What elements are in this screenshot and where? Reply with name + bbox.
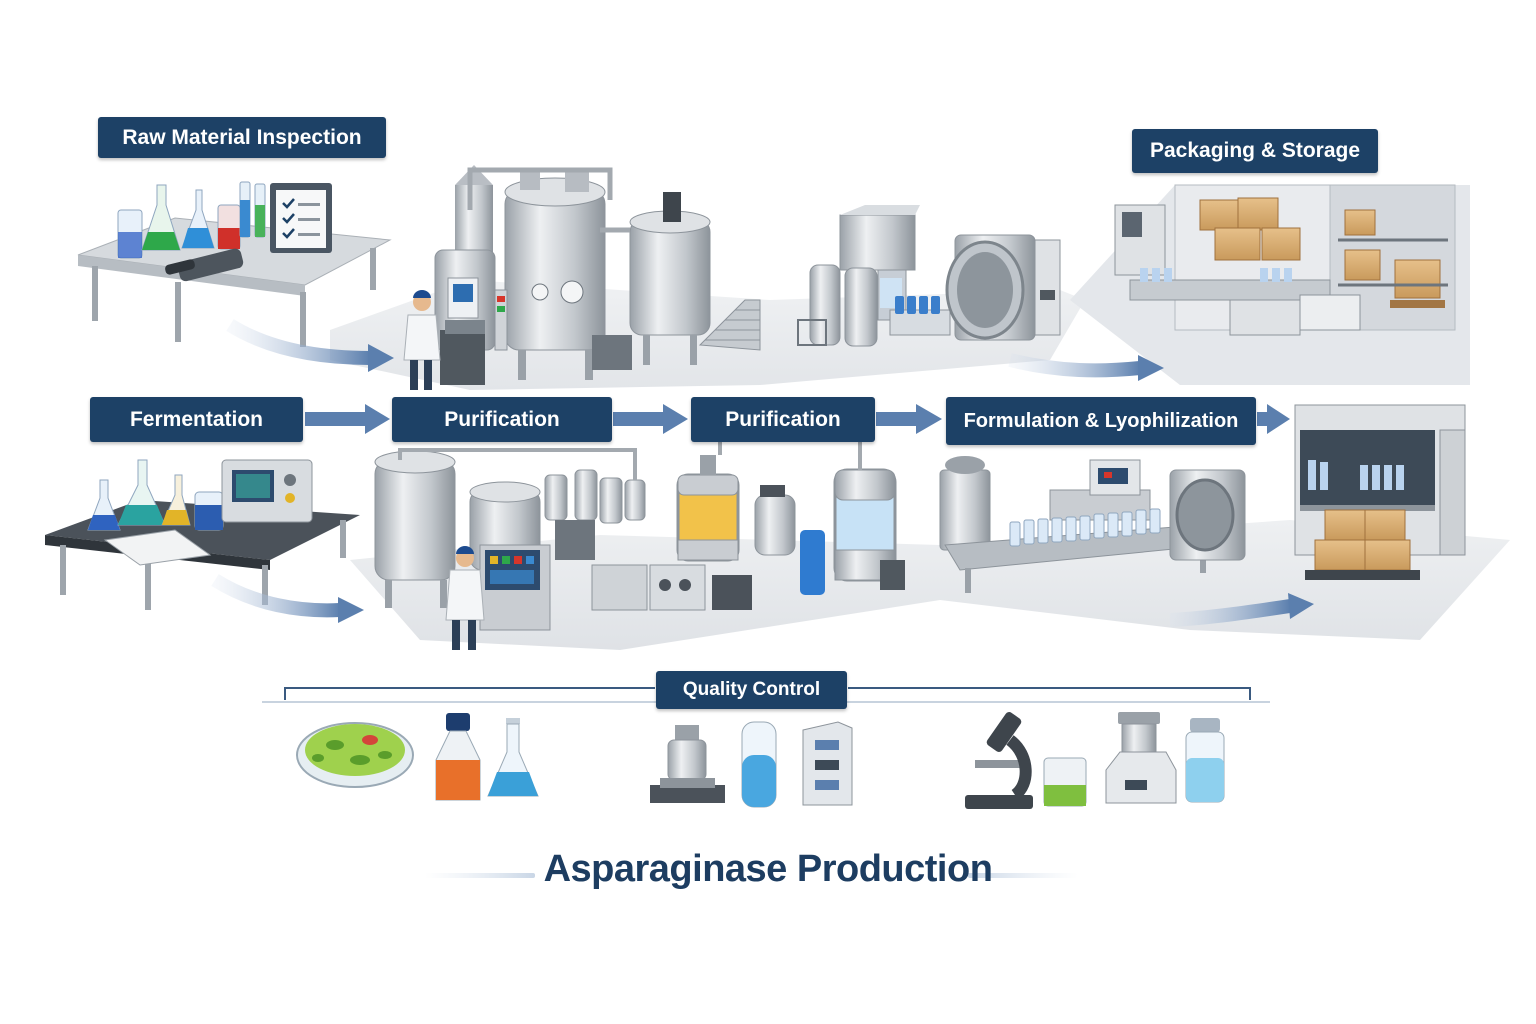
control-panel-icon — [440, 277, 632, 385]
chromatography-icon — [591, 438, 905, 611]
stage-arrow — [876, 404, 942, 434]
control-panel-icon — [479, 544, 551, 631]
flow-arrow — [226, 319, 394, 372]
stage-label-raw-material: Raw Material Inspection — [98, 117, 386, 158]
stage-label-formulation: Formulation & Lyophilization — [946, 397, 1256, 445]
quality-control-label: Quality Control — [656, 671, 847, 709]
diagram-title: Asparaginase Production — [543, 848, 993, 890]
test-tube-icon — [741, 721, 777, 808]
stage-label-purification-1: Purification — [392, 397, 612, 442]
warehouse-icon — [1114, 184, 1456, 336]
petri-dish-icon — [296, 722, 414, 788]
balance-icon — [1105, 712, 1177, 804]
stage-label-purification-2: Purification — [691, 397, 875, 442]
worker-figure — [445, 546, 485, 650]
stage-arrow — [613, 404, 688, 434]
warehouse-icon — [1294, 404, 1466, 580]
lyophilizer-icon — [797, 205, 1061, 347]
beaker-icon — [1043, 757, 1087, 807]
analyzer-icon — [802, 721, 853, 806]
flow-arrow — [211, 574, 364, 623]
stage-arrow — [1257, 404, 1290, 434]
flow-arrow — [1008, 353, 1164, 381]
instrument-icon — [650, 725, 725, 803]
stage-label-fermentation: Fermentation — [90, 397, 303, 442]
stage-arrow — [305, 404, 390, 434]
stage-label-packaging: Packaging & Storage — [1132, 129, 1378, 173]
title-rule — [968, 873, 1078, 878]
lab-bench-icon — [45, 459, 360, 610]
microscope-icon — [965, 712, 1033, 809]
filling-line-icon — [939, 456, 1246, 593]
flow-arrow — [1169, 593, 1314, 627]
worker-figure — [403, 290, 441, 390]
lab-bench-icon — [77, 181, 392, 347]
flask-icon — [487, 718, 539, 797]
title-rule — [425, 873, 535, 878]
reagent-bottle-icon — [435, 713, 481, 801]
vial-icon — [1185, 718, 1225, 803]
